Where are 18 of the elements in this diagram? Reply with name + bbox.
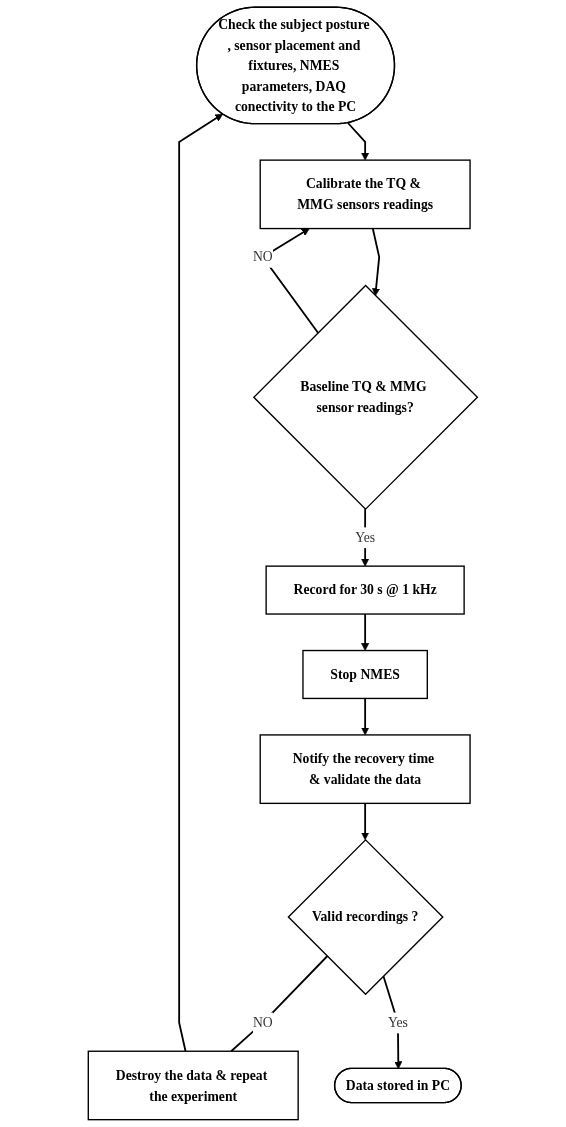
edge-label: NO bbox=[253, 1015, 273, 1030]
edge-label: Yes bbox=[388, 1015, 409, 1030]
arrow bbox=[361, 697, 370, 736]
node-box: Notify the recovery time & validate the data bbox=[259, 734, 471, 805]
node-box: Calibrate the TQ & MMG sensors readings bbox=[259, 159, 471, 230]
arrow bbox=[361, 802, 370, 841]
arrow bbox=[178, 113, 224, 1053]
connector bbox=[230, 955, 329, 1053]
node-diamond: Baseline TQ & MMG sensor readings? bbox=[253, 284, 479, 511]
node-diamond: Valid recordings ? bbox=[287, 838, 444, 996]
arrow bbox=[347, 122, 370, 161]
node-box: Destroy the data & repeat the experiment bbox=[87, 1050, 299, 1121]
arrow bbox=[361, 613, 370, 651]
edge-label: Yes bbox=[355, 530, 376, 545]
node-box: Stop NMES bbox=[302, 649, 429, 700]
arrow bbox=[372, 227, 381, 297]
edge-label: NO bbox=[253, 249, 273, 265]
node-box: Record for 30 s @ 1 kHz bbox=[265, 565, 465, 615]
